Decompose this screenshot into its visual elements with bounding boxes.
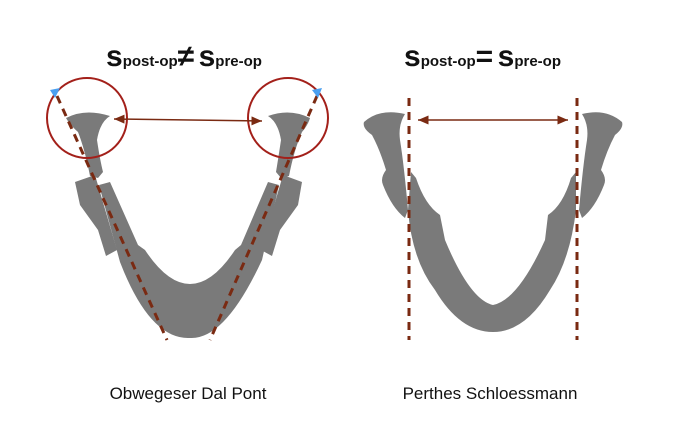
right-mandible <box>363 112 623 332</box>
left-condyle-segment-left <box>66 112 110 178</box>
left-equation: spost-op≠ spre-op <box>106 40 262 74</box>
right-dashed-axis <box>208 95 319 341</box>
left-condyle-segment-right <box>268 112 310 178</box>
rotation-arrowhead-left-icon <box>50 88 60 98</box>
rhs-symbol: s <box>198 40 216 73</box>
left-mandible <box>66 112 310 339</box>
right-distal-body <box>408 172 576 332</box>
left-proximal-ramus-right <box>261 175 302 256</box>
right-condyle-segment-right <box>579 112 623 218</box>
lhs-symbol: s <box>106 40 123 73</box>
right-caption: Perthes Schloessmann <box>402 384 578 403</box>
operator: ≠ <box>177 40 195 73</box>
lhs-symbol: s <box>404 40 421 73</box>
left-intercondylar-distance-arrow <box>113 114 263 126</box>
operator: = <box>475 40 494 73</box>
right-equation: spost-op= spre-op <box>404 40 561 74</box>
lhs-subscript: post-op <box>420 53 476 70</box>
right-condyle-segment-left <box>363 112 408 218</box>
rhs-subscript: pre-op <box>215 53 262 70</box>
left-caption: Obwegeser Dal Pont <box>109 384 267 403</box>
left-proximal-ramus-left <box>75 175 117 256</box>
left-dashed-axis <box>55 95 169 341</box>
rhs-symbol: s <box>497 40 515 73</box>
lhs-subscript: post-op <box>122 53 178 70</box>
rhs-subscript: pre-op <box>514 53 562 70</box>
left-distal-body <box>99 182 279 339</box>
rotation-arrowhead-right-icon <box>312 88 322 98</box>
